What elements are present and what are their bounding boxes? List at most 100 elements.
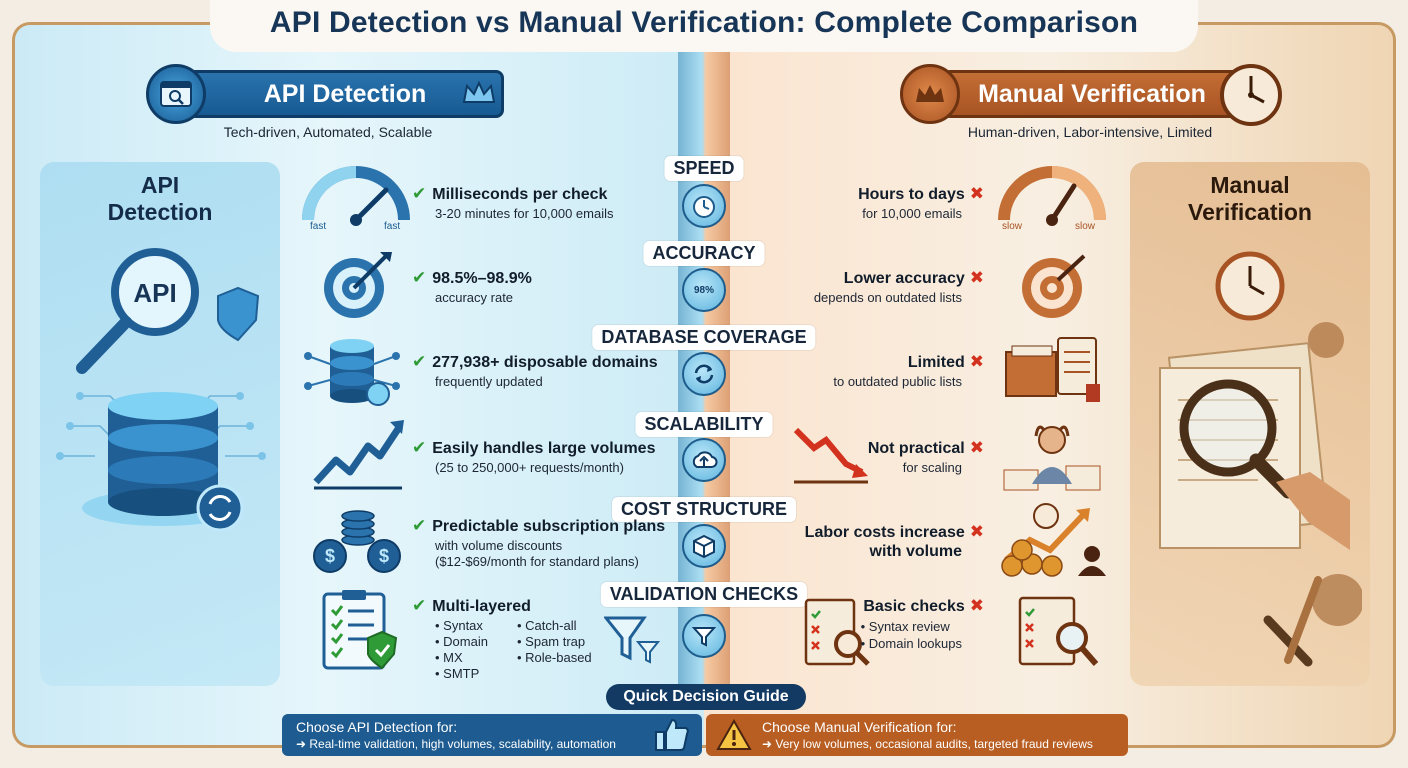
bullet-item: MX — [435, 650, 517, 666]
check-icon: ✔ — [412, 596, 427, 615]
speed-api-cell: ✔Milliseconds per check 3-20 minutes for… — [412, 184, 613, 222]
accuracy-api-main: 98.5%–98.9% — [432, 270, 532, 287]
coverage-api-cell: ✔277,938+ disposable domains frequently … — [412, 352, 658, 390]
scalability-api-sub: (25 to 250,000+ requests/month) — [435, 460, 624, 475]
section-heading-validation-checks: VALIDATION CHECKS — [600, 582, 808, 607]
coins-icon: $ $ — [313, 510, 401, 573]
api-banner: API Detection — [186, 70, 504, 118]
speed-manual-sub: for 10,000 emails — [862, 206, 962, 221]
cross-icon: ✖ — [969, 522, 984, 541]
cost-api-sub2: ($12-$69/month for standard plans) — [435, 554, 639, 569]
funnel-icon — [604, 616, 660, 664]
database-network-icon — [304, 339, 400, 406]
section-heading-cost-structure: COST STRUCTURE — [612, 497, 796, 522]
gauge-label-slow-left: slow — [1002, 221, 1023, 232]
check-icon: ✔ — [412, 268, 427, 287]
speed-manual-cell: Hours to days✖ for 10,000 emails — [858, 184, 984, 222]
manual-side-title: Manual Verification — [1130, 172, 1370, 226]
fast-gauge-icon — [302, 166, 410, 226]
growth-chart-icon — [313, 420, 404, 490]
gauge-label-fast-left: fast — [310, 221, 327, 232]
scalability-api-cell: ✔Easily handles large volumes (25 to 250… — [412, 438, 655, 476]
filter-icon — [682, 614, 726, 658]
cost-manual-sub: with volume — [869, 543, 962, 560]
speed-manual-main: Hours to days — [858, 186, 965, 203]
api-magnifier-database-illustration: API — [56, 248, 266, 532]
title-plate — [210, 0, 1198, 52]
cost-api-cell: ✔ Predictable subscription plans with vol… — [412, 516, 665, 570]
validation-manual-bullets: Syntax review Domain lookups — [861, 618, 984, 652]
cost-manual-main: Labor costs increase — [804, 524, 965, 541]
bullet-item: Domain lookups — [861, 635, 962, 652]
page-title: API Detection vs Manual Verification: Co… — [269, 6, 1139, 39]
manual-documents-magnifier-illustration — [1159, 251, 1362, 667]
target-icon — [324, 252, 392, 318]
scalability-manual-sub: for scaling — [902, 460, 962, 475]
api-side-title-line1: API — [140, 172, 180, 198]
accuracy-api-cell: ✔ 98.5%–98.9% accuracy rate — [412, 268, 532, 306]
api-badge-text: API — [133, 278, 176, 308]
cloud-upload-icon — [682, 438, 726, 482]
clipboard-magnifier-icon — [804, 598, 870, 666]
api-subtitle: Tech-driven, Automated, Scalable — [223, 124, 433, 140]
cross-icon: ✖ — [969, 438, 984, 457]
accuracy-manual-main: Lower accuracy — [843, 270, 965, 287]
refresh-icon — [682, 352, 726, 396]
accuracy-api-sub: accuracy rate — [435, 290, 514, 305]
speed-api-main: Milliseconds per check — [432, 186, 608, 203]
check-icon: ✔ — [412, 516, 427, 535]
thumbs-up-icon — [655, 718, 689, 751]
coverage-manual-main: Limited — [907, 354, 965, 371]
section-heading-accuracy: ACCURACY — [643, 241, 765, 266]
crown-badge-icon — [900, 64, 960, 124]
validation-api-main: Multi-layered — [432, 598, 531, 615]
quick-decision-guide-label: Quick Decision Guide — [606, 684, 806, 710]
manual-recommendation-heading: Choose Manual Verification for: — [762, 719, 957, 735]
accuracy-percent-label: 98% — [693, 284, 714, 296]
cost-manual-cell: Labor costs increase✖ with volume — [805, 522, 984, 561]
gauge-label-fast-right: fast — [384, 221, 401, 232]
validation-api-bullets: Syntax Catch-all Domain Spam trap MX Rol… — [412, 618, 637, 682]
cross-icon: ✖ — [969, 596, 984, 615]
svg-text:$: $ — [325, 546, 335, 566]
api-recommendation-text: ➜ Real-time validation, high volumes, sc… — [296, 737, 616, 751]
stressed-worker-icon — [1003, 425, 1101, 491]
check-icon: ✔ — [412, 184, 427, 203]
check-icon: ✔ — [412, 438, 427, 457]
validation-manual-main: Basic checks — [863, 598, 965, 615]
target-miss-icon — [1022, 254, 1086, 318]
bullet-item: Syntax — [435, 618, 517, 634]
stopwatch-icon — [682, 184, 726, 228]
bullet-item: Role-based — [517, 650, 637, 666]
svg-text:$: $ — [379, 546, 389, 566]
coverage-manual-cell: Limited✖ to outdated public lists — [833, 352, 984, 390]
bullet-item: SMTP — [435, 666, 517, 682]
section-heading-database-coverage: DATABASE COVERAGE — [592, 325, 816, 350]
checklist-shield-icon — [322, 590, 398, 670]
manual-recommendation-text: ➜ Very low volumes, occasional audits, t… — [762, 737, 1093, 751]
check-icon: ✔ — [412, 352, 427, 371]
cost-api-main: Predictable subscription plans — [432, 518, 666, 535]
section-heading-scalability: SCALABILITY — [635, 412, 773, 437]
api-banner-label: API Detection — [263, 79, 427, 108]
api-recommendation-box: Choose API Detection for: ➜ Real-time va… — [282, 714, 702, 756]
percentage-icon: 98% — [682, 268, 726, 312]
bullet-item: Syntax review — [861, 618, 962, 635]
box-icon — [682, 524, 726, 568]
coverage-api-sub: frequently updated — [435, 374, 543, 389]
api-side-title: API Detection — [40, 172, 280, 226]
slow-gauge-icon — [998, 166, 1106, 226]
coverage-manual-sub: to outdated public lists — [833, 374, 962, 389]
folder-clipboard-icon — [1005, 337, 1100, 402]
browser-search-icon — [146, 64, 206, 124]
scalability-manual-cell: Not practical✖ for scaling — [868, 438, 984, 476]
manual-recommendation-box: Choose Manual Verification for: ➜ Very l… — [706, 714, 1128, 756]
cost-api-sub: with volume discounts — [435, 538, 563, 553]
cross-icon: ✖ — [969, 184, 984, 203]
bullet-item: Spam trap — [517, 634, 637, 650]
accuracy-manual-sub: depends on outdated lists — [813, 290, 962, 305]
warning-icon — [716, 719, 752, 750]
manual-banner: Manual Verification — [942, 70, 1242, 118]
scalability-manual-main: Not practical — [867, 440, 965, 457]
